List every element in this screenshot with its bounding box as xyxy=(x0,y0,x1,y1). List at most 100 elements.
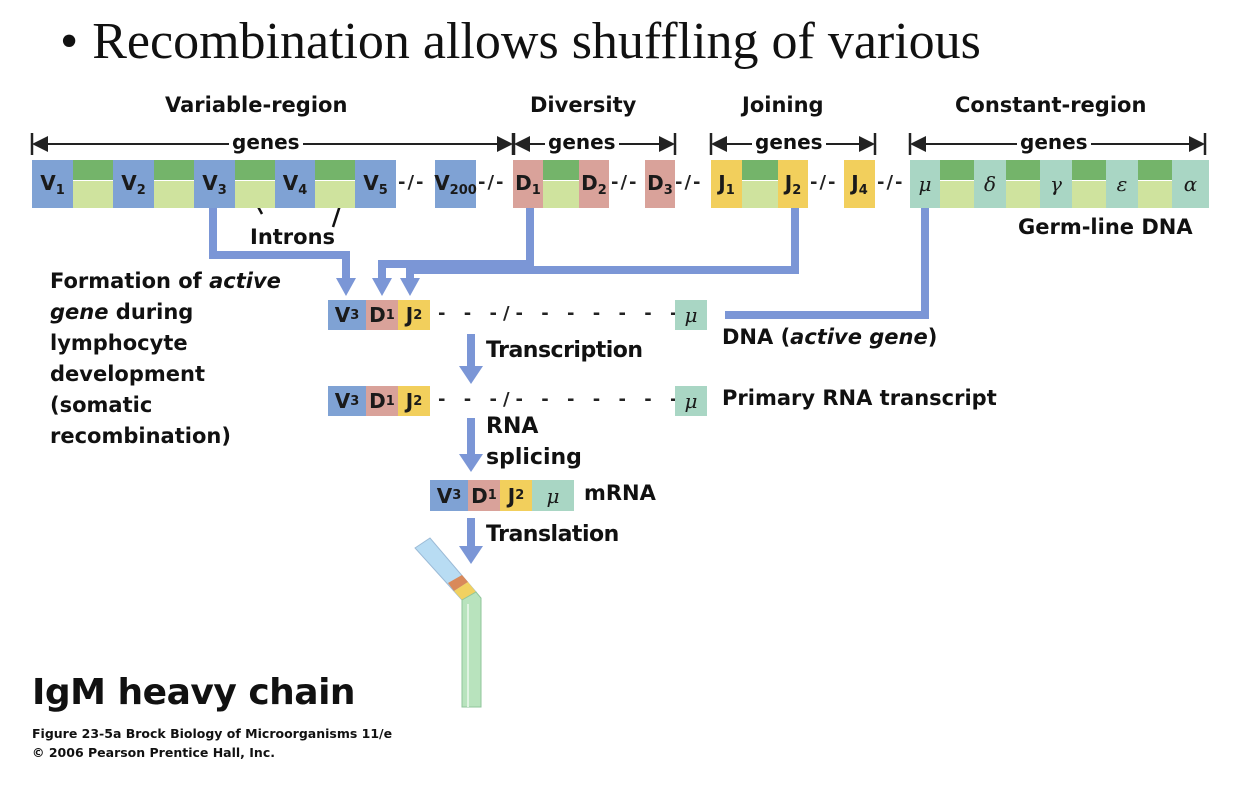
v1-label: V1 xyxy=(40,170,65,198)
intron xyxy=(315,160,355,180)
intron xyxy=(315,181,355,208)
bullet-point: • xyxy=(60,13,79,70)
process-description: Formation of active gene during lymphocy… xyxy=(50,269,281,448)
epsilon-segment: ε xyxy=(1106,160,1138,208)
germline-dna-label: Germ-line DNA xyxy=(1018,215,1193,239)
j2-segment: J2 xyxy=(778,160,808,208)
intron xyxy=(1072,181,1106,208)
v2-label: V2 xyxy=(121,170,146,198)
joining-genes-label: genes xyxy=(752,130,826,154)
d1-label: D1 xyxy=(515,170,541,198)
v3-arrow-path xyxy=(209,195,350,280)
constant-genes-label: genes xyxy=(1017,130,1091,154)
introns-label: Introns xyxy=(250,225,336,249)
igm-heavy-chain-protein xyxy=(414,537,482,708)
v4-segment: V4 xyxy=(275,160,315,208)
constant-region-title: Constant-region xyxy=(955,93,1147,117)
j1-segment: J1 xyxy=(711,160,742,208)
variable-genes-label: genes xyxy=(229,130,303,154)
figure-credit: Figure 23-5a Brock Biology of Microorgan… xyxy=(32,726,393,741)
v200-label: V200 xyxy=(434,170,477,198)
intron xyxy=(73,160,113,180)
mrna-label: mRNA xyxy=(584,481,656,505)
v1-segment: V1 xyxy=(32,160,73,208)
intron xyxy=(940,160,974,180)
d3-segment: D3 xyxy=(645,160,675,208)
active-gene-label: DNA (active gene) xyxy=(722,325,938,349)
j2-arrow-path xyxy=(406,195,799,280)
intron xyxy=(154,160,194,180)
break-marker: -/- xyxy=(877,172,905,193)
v3-label: V3 xyxy=(202,170,227,198)
primary-transcript-label: Primary RNA transcript xyxy=(722,386,997,410)
gamma-segment: γ xyxy=(1040,160,1072,208)
intron xyxy=(543,160,579,180)
intron xyxy=(1072,160,1106,180)
v5-segment: V5 xyxy=(355,160,396,208)
delta-segment: δ xyxy=(974,160,1006,208)
d2-label: D2 xyxy=(581,170,607,198)
mu-segment: μ xyxy=(675,300,707,330)
intron xyxy=(154,181,194,208)
splicing-step-label-line2: splicing xyxy=(486,445,582,470)
intron xyxy=(742,160,778,180)
v3-segment: V3 xyxy=(194,160,235,208)
transcription-step-label: Transcription xyxy=(486,338,643,363)
mu-segment: μ xyxy=(675,386,707,416)
translation-step-label: Translation xyxy=(486,522,619,547)
diversity-genes-label: genes xyxy=(545,130,619,154)
slide-heading: •Recombination allows shuffling of vario… xyxy=(60,10,981,74)
break-marker: -/- xyxy=(611,172,639,193)
j1-label: J1 xyxy=(718,170,735,198)
j4-label: J4 xyxy=(851,170,868,198)
d1-arrow-path xyxy=(378,195,534,280)
intron-dashes: - - -/- - - - - - - - xyxy=(438,389,710,410)
j2-label: J2 xyxy=(784,170,802,198)
d3-label: D3 xyxy=(647,170,673,198)
intron xyxy=(1138,181,1172,208)
v5-label: V5 xyxy=(363,170,388,198)
intron xyxy=(1006,181,1040,208)
copyright-notice: © 2006 Pearson Prentice Hall, Inc. xyxy=(32,745,275,760)
mu-segment: μ xyxy=(532,480,574,511)
protein-title: IgM heavy chain xyxy=(32,672,356,713)
process-arrows xyxy=(459,334,483,564)
j4-segment: J4 xyxy=(844,160,875,208)
v200-segment: V200 xyxy=(434,160,477,208)
intron xyxy=(1006,160,1040,180)
mu-segment: μ xyxy=(910,160,940,208)
intron xyxy=(940,181,974,208)
intron xyxy=(742,181,778,208)
v4-label: V4 xyxy=(282,170,308,198)
d1-segment: D1 xyxy=(513,160,543,208)
diversity-title: Diversity xyxy=(530,93,637,117)
break-marker: -/- xyxy=(398,172,426,193)
mu-arrow-path xyxy=(725,195,929,319)
intron xyxy=(1138,160,1172,180)
splicing-step-label-line1: RNA xyxy=(486,414,539,439)
intron-dashes: - - -/- - - - - - - - xyxy=(438,303,710,324)
break-marker: -/- xyxy=(675,172,703,193)
v2-segment: V2 xyxy=(113,160,154,208)
joining-title: Joining xyxy=(742,93,824,117)
intron xyxy=(73,181,113,208)
intron xyxy=(235,160,275,180)
intron xyxy=(235,181,275,208)
alpha-segment: α xyxy=(1172,160,1209,208)
variable-region-title: Variable-region xyxy=(165,93,348,117)
break-marker: -/- xyxy=(478,172,506,193)
heading-text: Recombination allows shuffling of variou… xyxy=(92,13,981,70)
break-marker: -/- xyxy=(810,172,838,193)
recombination-arrowheads xyxy=(336,278,420,296)
intron xyxy=(543,181,579,208)
